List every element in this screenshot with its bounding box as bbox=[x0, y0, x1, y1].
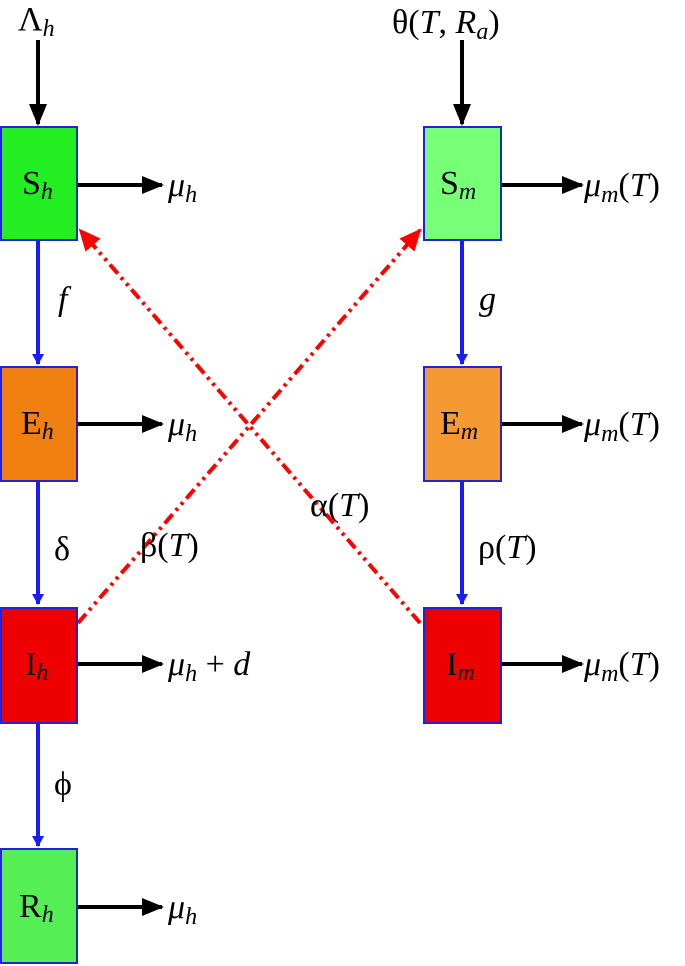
rho-label: ρ(T) bbox=[478, 529, 537, 566]
beta-label: β(T) bbox=[140, 527, 199, 564]
eh-box bbox=[0, 366, 78, 482]
im-death-rate: μm(T) bbox=[583, 646, 660, 687]
ih-to-sm-infection-arrow bbox=[76, 228, 422, 625]
mosquito-recruitment-label: θ(T, Ra) bbox=[392, 4, 500, 45]
ih-label: Ih bbox=[25, 646, 48, 686]
sm-label: Sm bbox=[440, 165, 476, 205]
rh-label: Rh bbox=[19, 888, 54, 928]
em-box bbox=[423, 366, 502, 482]
im-label: Im bbox=[446, 646, 475, 686]
force-of-infection-g-label: g bbox=[479, 281, 496, 318]
ih-box bbox=[0, 607, 78, 724]
em-death-rate: μm(T) bbox=[583, 406, 660, 447]
phi-label: ϕ bbox=[54, 766, 72, 803]
eh-label: Eh bbox=[21, 405, 54, 445]
sh-box bbox=[0, 126, 78, 241]
sm-box bbox=[423, 126, 502, 241]
eh-death-rate: μh bbox=[167, 406, 197, 447]
human-recruitment-label: Λh bbox=[18, 1, 55, 42]
rh-death-rate: μh bbox=[167, 889, 197, 930]
ih-death-rate: μh + d bbox=[167, 646, 251, 687]
rh-box bbox=[0, 848, 78, 964]
force-of-infection-f-label: f bbox=[58, 281, 72, 318]
sh-death-rate: μh bbox=[167, 167, 197, 208]
im-box bbox=[423, 607, 502, 724]
im-to-sh-infection-arrow bbox=[78, 228, 422, 625]
sm-death-rate: μm(T) bbox=[583, 167, 660, 208]
em-label: Em bbox=[440, 405, 478, 445]
delta-label: δ bbox=[54, 531, 70, 568]
sh-label: Sh bbox=[22, 165, 53, 205]
alpha-label: α(T) bbox=[310, 487, 369, 524]
